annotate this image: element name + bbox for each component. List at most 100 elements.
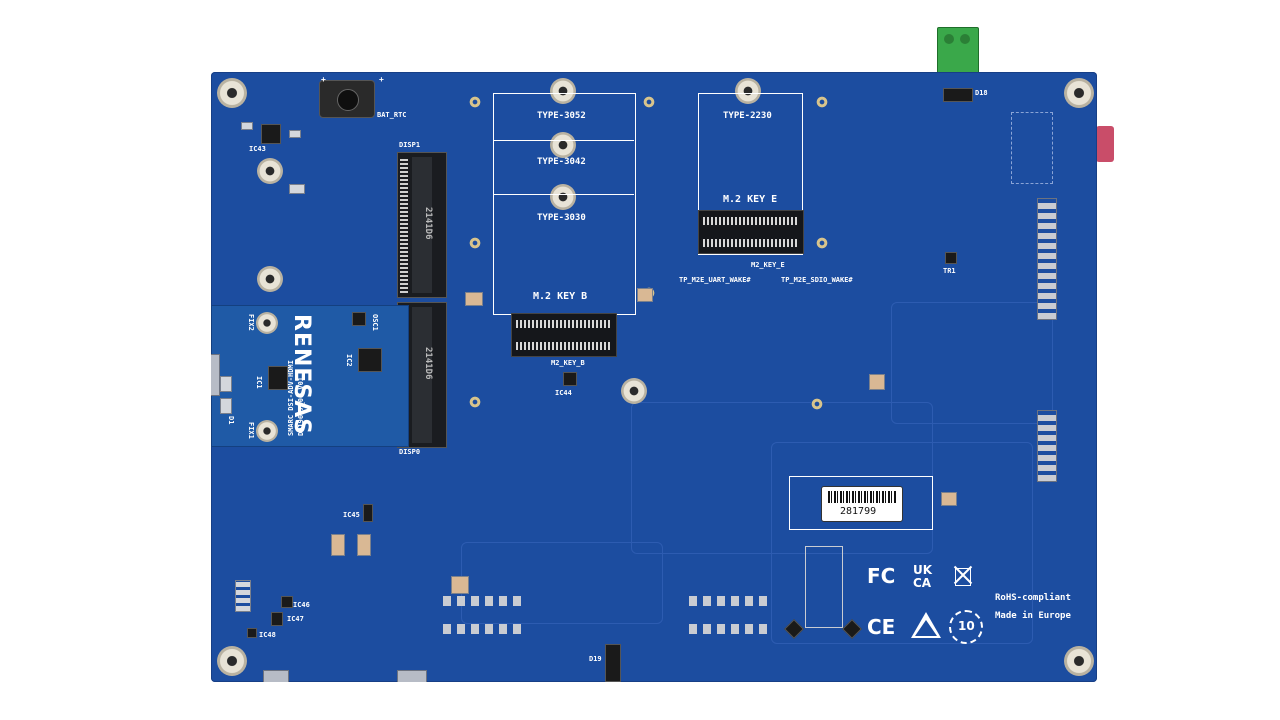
- m2-b-mount-3030: [550, 184, 576, 210]
- via: [469, 96, 481, 108]
- d1-label: D1: [227, 416, 235, 425]
- ic1-label: IC1: [255, 376, 263, 389]
- ic2-label: IC2: [345, 354, 353, 367]
- ic1-chip: [268, 366, 288, 390]
- m2-divider: [493, 194, 634, 195]
- osc1-chip: [352, 312, 366, 326]
- adapter-screw: [256, 312, 278, 334]
- ic44-label: IC44: [555, 389, 572, 397]
- disp1-part-number: 2141D6: [423, 207, 433, 240]
- pin-header: [1037, 198, 1057, 320]
- smd-part: [289, 184, 305, 194]
- disp1-label: DISP1: [399, 141, 421, 149]
- power-terminal-connector: [937, 27, 979, 75]
- ic47-chip: [271, 612, 283, 626]
- esd-warning-icon: [911, 612, 941, 640]
- ic44-chip: [563, 372, 577, 386]
- m2-b-mount-3042: [550, 132, 576, 158]
- via: [469, 396, 481, 408]
- m2-key-b-ref: M2_KEY_B: [551, 359, 585, 367]
- capacitor: [637, 288, 653, 302]
- disp1-connector: 2141D6: [397, 152, 447, 298]
- lifetime-number: 10: [958, 619, 975, 633]
- tr1-label: TR1: [943, 267, 956, 275]
- type-3030-label: TYPE-3030: [537, 213, 586, 223]
- mounting-hole: [1064, 78, 1094, 108]
- tp-sdio-label: TP_M2E_SDIO_WAKE#: [781, 276, 853, 284]
- hdmi-port-edge: [211, 354, 220, 396]
- ic46-label: IC46: [293, 601, 310, 609]
- plus-mark: +: [379, 75, 384, 84]
- pcb-trace: [771, 442, 1033, 644]
- pad-array: [689, 624, 769, 634]
- barcode-number: 281799: [840, 506, 877, 517]
- type-3052-label: TYPE-3052: [537, 111, 586, 121]
- rohs-label: RoHS-compliant: [995, 593, 1071, 603]
- pcb-trace: [891, 302, 1053, 424]
- tp-uart-label: TP_M2E_UART_WAKE#: [679, 276, 751, 284]
- plus-mark: +: [321, 75, 326, 84]
- smd-part: [220, 398, 232, 414]
- bottom-port: [263, 670, 289, 682]
- weee-bin-icon: [951, 564, 973, 590]
- barcode-label: 281799: [821, 486, 903, 522]
- ic47-label: IC47: [287, 615, 304, 623]
- rtc-battery-holder: [319, 80, 375, 118]
- type-3042-label: TYPE-3042: [537, 157, 586, 167]
- smd-part: [220, 376, 232, 392]
- m2-key-b-socket: [511, 313, 617, 357]
- capacitor: [331, 534, 345, 556]
- pad-array: [689, 596, 769, 606]
- fix2-label: FIX2: [247, 314, 255, 331]
- smarc-hdmi-adapter-board: FIX2 FIX1 RENESAS SMARC DSI-ADV-HDMI D01…: [211, 305, 409, 447]
- smd-part: [289, 130, 301, 138]
- fcc-mark: FC: [867, 564, 896, 588]
- pad-array: [443, 596, 523, 606]
- m2-key-e-socket: [698, 210, 804, 254]
- carrier-board: + + BAT_RTC IC43 DISP1 2141D6 2141D6 DIS…: [211, 72, 1097, 682]
- ce-mark: CE: [867, 615, 896, 639]
- ic2-chip: [358, 348, 382, 372]
- adapter-screw: [256, 420, 278, 442]
- ukca-mark: UK CA: [911, 564, 939, 592]
- ic43-label: IC43: [249, 145, 266, 153]
- mounting-hole: [217, 646, 247, 676]
- made-in-label: Made in Europe: [995, 611, 1071, 621]
- via: [811, 398, 823, 410]
- lifetime-mark: 10: [949, 610, 983, 644]
- m2-b-mount-3052: [550, 78, 576, 104]
- ic48-label: IC48: [259, 631, 276, 639]
- tr1-transistor: [945, 252, 957, 264]
- resistor-array: [235, 580, 251, 612]
- capacitor: [451, 576, 469, 594]
- disp0-label: DISP0: [399, 448, 421, 456]
- adapter-line2: D019687_06_V01: [297, 376, 305, 436]
- capacitor: [869, 374, 885, 390]
- header-footprint: [1011, 112, 1053, 184]
- pad-footprint: [805, 546, 843, 628]
- capacitor: [465, 292, 483, 306]
- ic48-chip: [247, 628, 257, 638]
- osc1-label: OSC1: [371, 314, 379, 331]
- standoff-hole: [257, 158, 283, 184]
- ukca-top: UK: [913, 563, 933, 577]
- fix1-label: FIX1: [247, 422, 255, 439]
- d18-diode: [943, 88, 973, 102]
- pcb-trace: [461, 542, 663, 624]
- capacitor: [941, 492, 957, 506]
- pad-array: [443, 624, 523, 634]
- via: [469, 237, 481, 249]
- m2-key-e-outline: [698, 93, 803, 255]
- ukca-bottom: CA: [913, 576, 932, 590]
- d19-diode: [605, 644, 621, 682]
- m2-key-e-ref: M2_KEY_E: [751, 261, 785, 269]
- standoff-hole: [621, 378, 647, 404]
- m2-divider: [493, 140, 634, 141]
- ic46-chip: [281, 596, 293, 608]
- d18-label: D18: [975, 89, 988, 97]
- adapter-line1: SMARC DSI-ADV-HDMI: [287, 360, 295, 436]
- type-2230-label: TYPE-2230: [723, 111, 772, 121]
- via: [816, 237, 828, 249]
- audio-jack-connector: [1096, 126, 1114, 162]
- m2-key-b-outline: [493, 93, 636, 315]
